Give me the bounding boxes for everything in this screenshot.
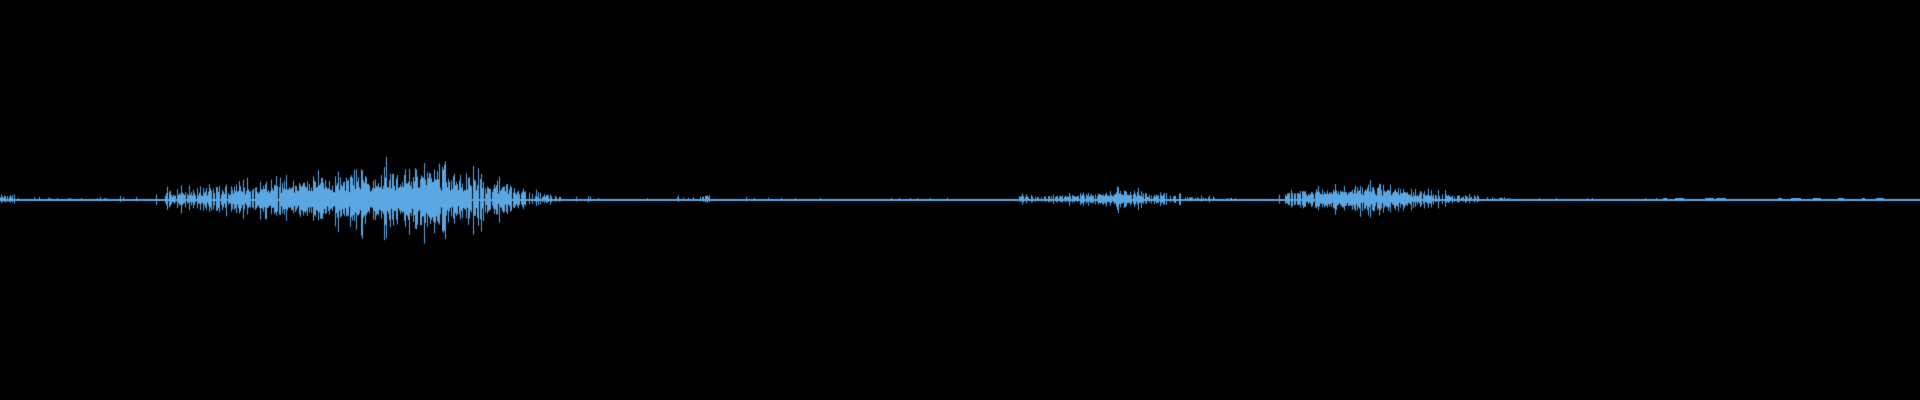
waveform-viewer[interactable] — [0, 0, 1920, 400]
audio-waveform-canvas[interactable] — [0, 0, 1920, 400]
